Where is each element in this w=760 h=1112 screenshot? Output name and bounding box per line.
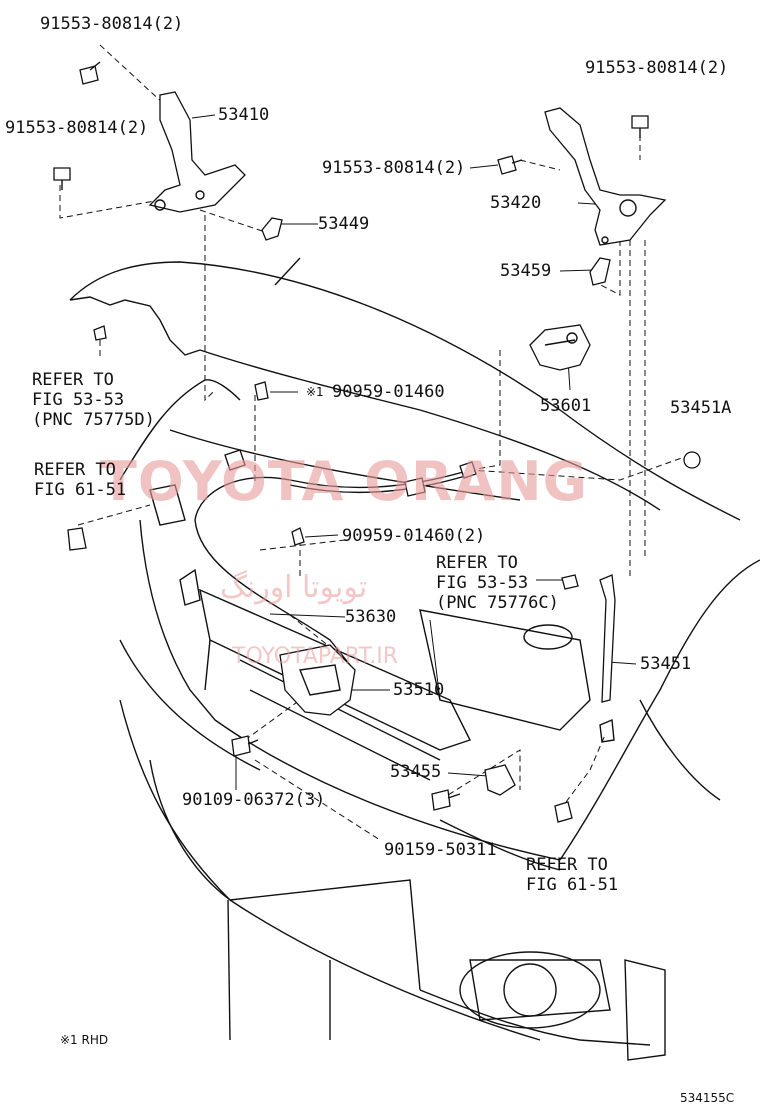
- watermark-site: TOYOTAPART.IR: [232, 644, 399, 669]
- clip-53459-icon: [589, 257, 611, 286]
- cushion-53451a-icon: [683, 451, 701, 469]
- bolt-90109-icon: [231, 735, 259, 757]
- part-bolts: [53, 61, 649, 811]
- bolt-top-left-icon: [79, 61, 101, 85]
- label-bolt-90109: 90109-06372(3): [182, 790, 326, 810]
- watermark-brand-fa: تویوتا اورنگ: [220, 570, 368, 605]
- label-ref-fig-53-53-mid: REFER TO FIG 53-53 (PNC 75776C): [436, 553, 559, 613]
- label-bolt-left: 91553-80814(2): [5, 118, 149, 138]
- hood-rod-53451-icon: [599, 574, 616, 743]
- label-ref-fig-53-53-left: REFER TO FIG 53-53 (PNC 75775D): [32, 370, 155, 430]
- clip-53449-icon: [261, 217, 283, 241]
- label-ref-fig-61-51-bottom: REFER TO FIG 61-51: [526, 855, 619, 895]
- label-hinge-53410: 53410: [218, 105, 270, 125]
- label-cable-53630: 53630: [345, 607, 397, 627]
- hinge-53410-icon: [148, 91, 246, 213]
- label-rhd-note: ※1 RHD: [60, 1033, 109, 1047]
- solid-leaders: [191, 114, 637, 790]
- watermark-brand: TOYOTA ORANG: [100, 450, 588, 513]
- label-bolt-mid-right: 91553-80814(2): [322, 158, 466, 178]
- cushion-left-icon: [67, 527, 87, 551]
- label-bolt-top-right: 91553-80814(2): [585, 58, 729, 78]
- label-rhd-mark: ※1: [306, 385, 324, 399]
- label-hinge-53420: 53420: [490, 193, 542, 213]
- front-body: [119, 484, 760, 1061]
- label-clip-53459: 53459: [500, 261, 552, 281]
- label-bolt-90159: 90159-50311: [384, 840, 497, 860]
- lock-53601-icon: [529, 324, 591, 371]
- release-cable-53630: [194, 449, 477, 666]
- bolt-90159-icon: [431, 789, 461, 811]
- cushion-bottom-icon: [554, 801, 573, 823]
- label-clamp-rhd: 90959-01460: [332, 382, 445, 402]
- label-lock-53601: 53601: [540, 396, 592, 416]
- label-ref-fig-61-51-left: REFER TO FIG 61-51: [34, 460, 127, 500]
- hood-lock-53510-icon: [279, 644, 356, 716]
- label-lock-53510: 53510: [393, 680, 445, 700]
- small-clip-ref-icon: [93, 325, 579, 590]
- clamp-rhd-icon: [254, 381, 269, 401]
- label-cushion-53451a: 53451A: [670, 398, 732, 418]
- label-bolt-top-left: 91553-80814(2): [40, 14, 184, 34]
- bolt-mid-right-icon: [497, 155, 523, 175]
- label-diagram-code: 534155C: [680, 1091, 735, 1105]
- dashed-leaders: [59, 44, 691, 841]
- hinge-53420-icon: [544, 107, 667, 246]
- label-clamp-2: 90959-01460(2): [342, 526, 486, 546]
- hood-outline: [69, 257, 741, 521]
- label-rod-53451: 53451: [640, 654, 692, 674]
- bracket-53455-icon: [484, 764, 516, 796]
- label-clip-53449: 53449: [318, 214, 370, 234]
- label-bracket-53455: 53455: [390, 762, 442, 782]
- clamp-2-icon: [291, 527, 305, 546]
- bolt-top-right-icon: [631, 115, 649, 138]
- bolt-left-icon: [53, 167, 71, 190]
